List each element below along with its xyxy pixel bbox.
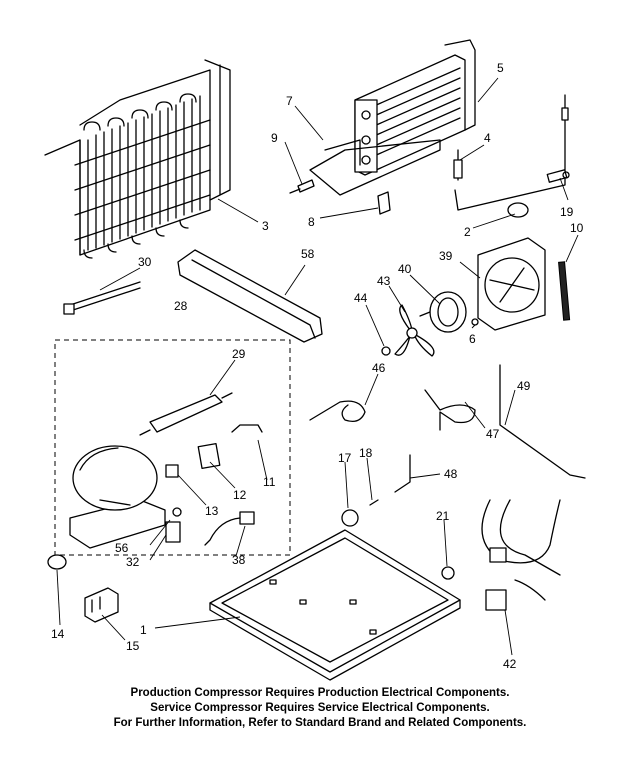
callout-11: 11 [263, 475, 276, 489]
tube-47 [424, 389, 476, 431]
callout-1: 1 [140, 623, 147, 637]
callout-13: 13 [205, 504, 219, 518]
callout-49: 49 [517, 379, 531, 393]
callout-4: 4 [484, 131, 491, 145]
callout-39: 39 [439, 249, 453, 263]
callout-44: 44 [354, 291, 368, 305]
tube-30 [63, 281, 141, 315]
callout-28: 28 [174, 299, 188, 313]
callout-42: 42 [503, 657, 517, 671]
compressor [69, 445, 166, 549]
fan-motor-40 [419, 291, 467, 333]
callout-21: 21 [436, 509, 450, 523]
duct-58 [177, 249, 323, 343]
tube-46 [309, 400, 366, 423]
callout-30: 30 [138, 255, 152, 269]
wire-11 [231, 424, 263, 433]
screw-9 [289, 179, 315, 194]
callout-12: 12 [233, 488, 247, 502]
callout-6: 6 [469, 332, 476, 346]
callout-38: 38 [232, 553, 246, 567]
callout-47: 47 [486, 427, 500, 441]
evaporator-heater-assembly [309, 39, 476, 196]
compressor-group-box [54, 339, 291, 556]
callout-3: 3 [262, 219, 269, 233]
callout-14: 14 [51, 627, 65, 641]
plug-19 [546, 169, 570, 183]
fan-blade-43 [394, 304, 435, 357]
callout-7: 7 [286, 94, 293, 108]
strip-10 [558, 261, 571, 321]
callout-10: 10 [570, 221, 584, 235]
clip-8 [377, 191, 391, 215]
callout-8: 8 [308, 215, 315, 229]
callout-40: 40 [398, 262, 412, 276]
defrost-probe-4 [453, 149, 463, 181]
footnote-line-2: Service Compressor Requires Service Elec… [150, 702, 490, 714]
bracket-48 [394, 454, 411, 493]
callout-48: 48 [444, 467, 458, 481]
footnote-line-1: Production Compressor Requires Productio… [130, 687, 510, 699]
callout-58: 58 [301, 247, 315, 261]
nut-21 [441, 566, 455, 580]
callout-labels: 1 2 3 4 5 6 7 8 9 10 11 12 13 14 15 17 1… [51, 61, 584, 671]
terminal-block-15 [84, 587, 119, 623]
callout-19: 19 [560, 205, 574, 219]
fan-shroud-39 [477, 237, 546, 331]
roller-17 [341, 509, 359, 527]
grommet-14 [47, 554, 67, 570]
callout-17: 17 [338, 451, 352, 465]
callout-32: 32 [126, 555, 140, 569]
base-pan-1 [209, 529, 461, 681]
relay-12 [197, 442, 221, 470]
callout-15: 15 [126, 639, 140, 653]
harness-38 [204, 511, 255, 546]
callout-43: 43 [377, 274, 391, 288]
callout-29: 29 [232, 347, 246, 361]
overload-13 [165, 464, 179, 478]
wire-connector-2 [454, 94, 569, 218]
callout-56: 56 [115, 541, 129, 555]
tube-49 [499, 364, 586, 479]
nut-44 [381, 346, 391, 356]
callout-46: 46 [372, 361, 386, 375]
callout-2: 2 [464, 225, 471, 239]
screw-18 [369, 499, 379, 506]
footnote-line-3: For Further Information, Refer to Standa… [113, 717, 527, 729]
wire-harness-42 [481, 499, 561, 611]
drier-29 [139, 392, 233, 436]
callout-5: 5 [497, 61, 504, 75]
capacitor-32 [165, 521, 181, 543]
leader-lines [56, 77, 579, 656]
callout-9: 9 [271, 131, 278, 145]
screw-6 [471, 318, 479, 326]
condenser-coil [44, 59, 231, 259]
callout-18: 18 [359, 446, 373, 460]
grommet-56 [172, 507, 182, 517]
